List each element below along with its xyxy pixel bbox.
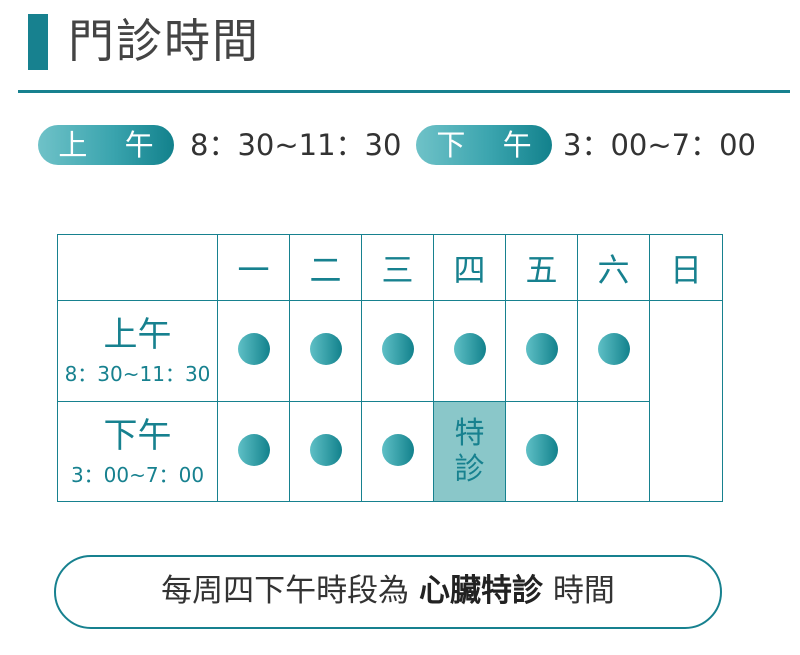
open-dot-icon bbox=[381, 333, 414, 365]
note-highlight: 心臟特診 bbox=[419, 573, 543, 609]
day-header-mon: 一 bbox=[217, 234, 290, 301]
afternoon-label-badge: 下 午 bbox=[416, 125, 552, 165]
afternoon-row-header: 下午 3：00~7：00 bbox=[57, 401, 218, 502]
slot-sat-am bbox=[577, 300, 650, 402]
day-header-tue: 二 bbox=[289, 234, 362, 301]
slot-fri-am bbox=[505, 300, 578, 402]
page-title: 門診時間 bbox=[68, 14, 260, 68]
slot-mon-am bbox=[217, 300, 290, 402]
slot-tue-pm bbox=[289, 401, 362, 502]
note-prefix: 每周四下午時段為 bbox=[161, 573, 419, 609]
special-clinic-char-2: 診 bbox=[454, 451, 485, 487]
slot-mon-pm bbox=[217, 401, 290, 502]
open-dot-icon bbox=[309, 333, 342, 365]
day-header-wed: 三 bbox=[361, 234, 434, 301]
morning-row-header: 上午 8：30~11：30 bbox=[57, 300, 218, 402]
open-dot-icon bbox=[381, 433, 414, 466]
slot-fri-pm bbox=[505, 401, 578, 502]
morning-row-label: 上午 bbox=[103, 315, 172, 355]
clinic-schedule-table: 一 二 三 四 五 六 日 上午 8：30~11：30 下午 3：00~7：00… bbox=[57, 234, 723, 502]
slot-tue-am bbox=[289, 300, 362, 402]
slot-sat-pm-closed bbox=[577, 401, 650, 502]
slot-thu-am bbox=[433, 300, 506, 402]
open-dot-icon bbox=[453, 333, 486, 365]
special-clinic-note: 每周四下午時段為 心臟特診 時間 bbox=[54, 555, 722, 629]
morning-label-badge: 上 午 bbox=[38, 125, 174, 165]
afternoon-row: 下午 3：00~7：00 特 診 bbox=[57, 401, 723, 502]
open-dot-icon bbox=[309, 433, 342, 466]
day-header-fri: 五 bbox=[505, 234, 578, 301]
slot-wed-pm bbox=[361, 401, 434, 502]
open-dot-icon bbox=[597, 333, 630, 365]
morning-row-time: 8：30~11：30 bbox=[64, 362, 211, 386]
day-header-thu: 四 bbox=[433, 234, 506, 301]
open-dot-icon bbox=[237, 433, 270, 466]
open-dot-icon bbox=[525, 333, 558, 365]
open-dot-icon bbox=[525, 433, 558, 466]
special-clinic-char-1: 特 bbox=[454, 415, 485, 451]
afternoon-row-time: 3：00~7：00 bbox=[70, 462, 205, 487]
title-accent-bar bbox=[28, 14, 48, 70]
day-header-sun: 日 bbox=[649, 234, 723, 301]
afternoon-hours: 3：00~7：00 bbox=[563, 128, 757, 162]
header-row: 一 二 三 四 五 六 日 bbox=[57, 234, 723, 301]
morning-row: 上午 8：30~11：30 bbox=[57, 300, 723, 502]
day-header-sat: 六 bbox=[577, 234, 650, 301]
slot-sun-closed bbox=[649, 300, 723, 502]
slot-wed-am bbox=[361, 300, 434, 402]
morning-hours: 8：30~11：30 bbox=[190, 128, 402, 162]
slot-thu-pm-special: 特 診 bbox=[433, 401, 506, 502]
corner-cell bbox=[57, 234, 218, 301]
title-divider bbox=[18, 90, 790, 93]
afternoon-row-label: 下午 bbox=[103, 415, 172, 456]
note-suffix: 時間 bbox=[543, 573, 615, 609]
open-dot-icon bbox=[237, 333, 270, 365]
